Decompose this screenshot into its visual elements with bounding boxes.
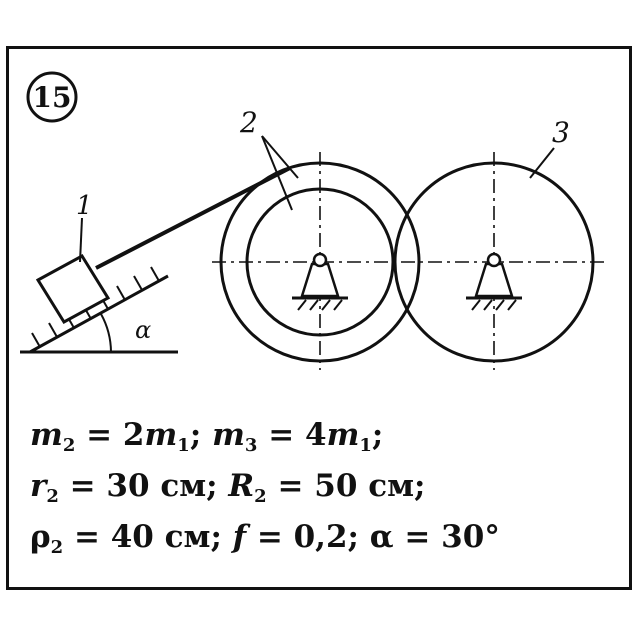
subscript: 3 xyxy=(244,435,258,456)
formula-text: r xyxy=(30,468,47,504)
angle-label: α xyxy=(135,316,151,344)
label-2: 2 xyxy=(239,106,258,139)
inclined-plane xyxy=(29,274,169,354)
label-3-leader xyxy=(529,147,555,179)
formula-text: = 0,2; α = 30° xyxy=(246,519,500,555)
formula-text: = 4 xyxy=(257,417,327,453)
formula-text: = 2 xyxy=(75,417,145,453)
formula-text: = 30 см; xyxy=(58,468,229,504)
formula-text: = 40 см; xyxy=(63,519,233,555)
subscript: 2 xyxy=(46,486,59,507)
label-2-leaders xyxy=(261,135,299,211)
diagram-frame xyxy=(6,46,632,590)
label-1-leader xyxy=(79,217,83,263)
block-1 xyxy=(35,254,111,324)
subscript: 1 xyxy=(177,435,190,456)
formula-line-3: ρ2 = 40 см; f = 0,2; α = 30° xyxy=(30,517,500,568)
center-lines xyxy=(212,152,606,370)
formula-text: ; xyxy=(189,417,213,453)
subscript: 2 xyxy=(50,537,64,558)
formula-text: m xyxy=(212,417,245,453)
formula-text: R xyxy=(228,468,255,504)
problem-number-badge xyxy=(26,71,78,123)
problem-number: 15 xyxy=(33,81,72,114)
formula-text: ρ xyxy=(30,519,51,555)
angle-arc xyxy=(100,313,112,353)
formula-line-1: m2 = 2m1; m3 = 4m1; xyxy=(30,415,500,466)
formula-text: m xyxy=(326,417,360,453)
formula-text: m xyxy=(30,417,63,453)
given-data: m2 = 2m1; m3 = 4m1; r2 = 30 см; R2 = 50 … xyxy=(30,415,500,568)
formula-text: = 50 см; xyxy=(266,468,426,504)
formula-text: f xyxy=(232,519,247,555)
subscript: 1 xyxy=(359,435,372,456)
label-1: 1 xyxy=(76,191,93,221)
formula-line-2: r2 = 30 см; R2 = 50 см; xyxy=(30,466,500,517)
label-3: 3 xyxy=(552,116,570,149)
subscript: 2 xyxy=(62,435,76,456)
pulley-2-support xyxy=(292,252,348,311)
subscript: 2 xyxy=(254,486,267,507)
formula-text: m xyxy=(144,417,178,453)
formula-text: ; xyxy=(371,417,384,453)
wheel-3-support xyxy=(466,252,522,311)
